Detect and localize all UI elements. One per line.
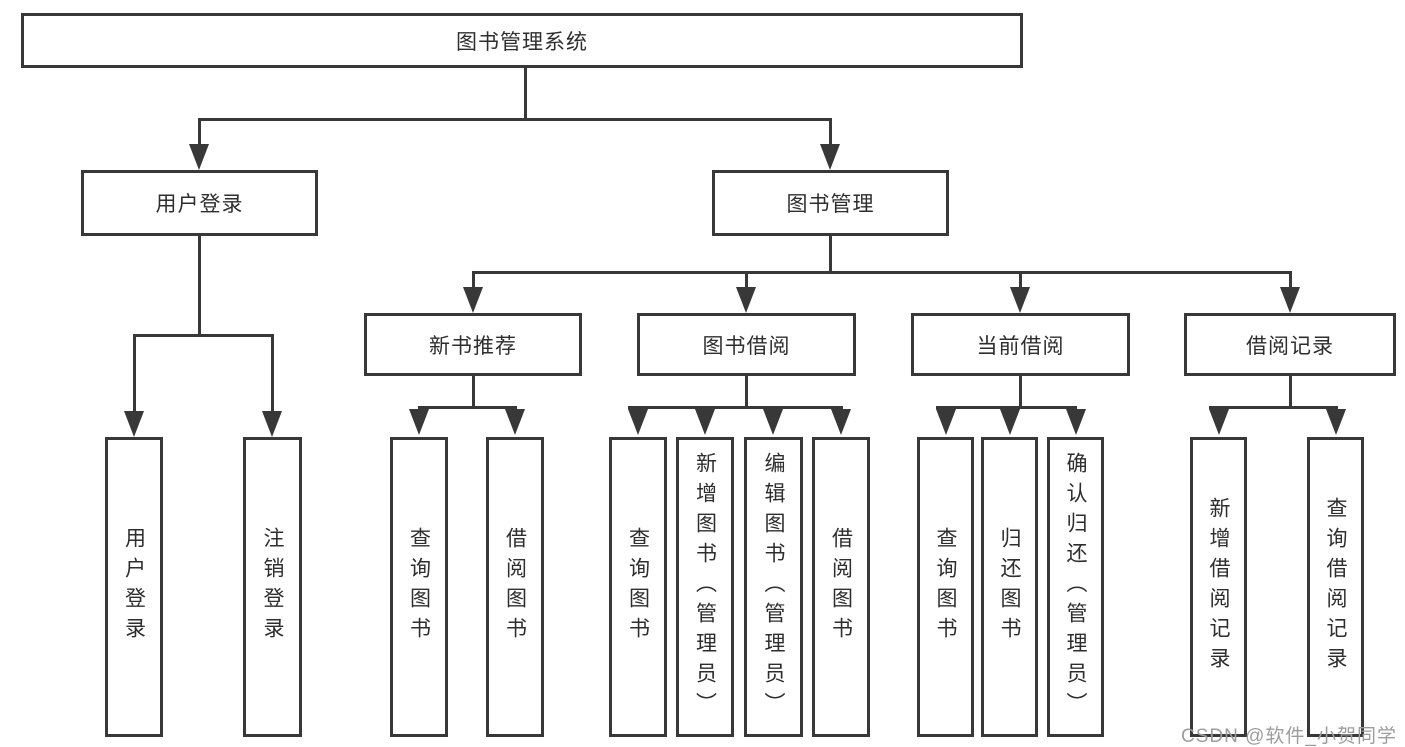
leaf-logout-label: 注销登录	[261, 527, 284, 647]
leaf-g3-query-books-label: 查询图书	[626, 527, 650, 647]
leaf-g3-borrow-books-label: 借阅图书	[829, 527, 853, 647]
leaf-user-login-label: 用户登录	[122, 527, 146, 647]
leaf-g3-add-book-admin-label: 新增图书（管理员）	[693, 452, 717, 722]
connector-line	[524, 68, 527, 119]
connector-line	[829, 236, 832, 272]
node-book-borrow-label: 图书借阅	[702, 334, 791, 358]
leaf-g4-return-book: 归还图书	[981, 437, 1038, 737]
leaf-g5-add-borrow-record: 新增借阅记录	[1190, 437, 1247, 737]
arrow-down-icon	[505, 409, 525, 435]
connector-line	[936, 406, 1077, 409]
arrow-down-icon	[124, 411, 144, 437]
node-user-login-label: 用户登录	[155, 193, 244, 216]
connector-line	[133, 334, 274, 337]
leaf-g3-query-books: 查询图书	[609, 437, 667, 737]
connector-line	[472, 376, 475, 407]
arrow-down-icon	[820, 144, 840, 170]
node-borrow-records-label: 借阅记录	[1246, 334, 1334, 358]
leaf-g4-query-books-label: 查询图书	[934, 527, 957, 647]
leaf-g5-add-borrow-record-label: 新增借阅记录	[1207, 497, 1230, 677]
leaf-g4-query-books: 查询图书	[917, 437, 974, 737]
arrow-down-icon	[695, 409, 715, 435]
connector-line	[628, 406, 843, 409]
node-user-login: 用户登录	[81, 170, 318, 236]
connector-line	[418, 406, 517, 409]
leaf-g3-add-book-admin: 新增图书（管理员）	[676, 437, 734, 737]
node-book-management: 图书管理	[712, 170, 949, 236]
arrow-down-icon	[189, 144, 209, 170]
leaf-g3-edit-book-admin-label: 编辑图书（管理员）	[762, 452, 785, 722]
node-book-borrow: 图书借阅	[637, 313, 856, 376]
leaf-g2-borrow-books-label: 借阅图书	[503, 527, 527, 647]
connector-line	[829, 119, 832, 144]
leaf-g2-borrow-books: 借阅图书	[486, 437, 544, 737]
node-current-borrow-label: 当前借阅	[976, 334, 1065, 358]
leaf-g5-query-borrow-record-label: 查询借阅记录	[1324, 497, 1347, 677]
connector-line	[271, 334, 274, 411]
arrow-down-icon	[409, 409, 429, 435]
leaf-user-login: 用户登录	[105, 437, 163, 737]
arrow-down-icon	[1066, 409, 1086, 435]
connector-line	[198, 118, 832, 121]
csdn-watermark: CSDN @软件_小贺同学	[1181, 726, 1397, 747]
connector-line	[198, 119, 201, 144]
node-new-book-recommend: 新书推荐	[364, 313, 582, 376]
leaf-g2-query-books-label: 查询图书	[407, 527, 431, 647]
connector-line	[472, 271, 1292, 274]
leaf-g4-confirm-return-admin-label: 确认归还（管理员）	[1064, 452, 1087, 722]
arrow-down-icon	[1000, 409, 1020, 435]
arrow-down-icon	[262, 411, 282, 437]
leaf-g4-return-book-label: 归还图书	[998, 527, 1021, 647]
connector-line	[133, 334, 136, 411]
connector-line	[1209, 406, 1338, 409]
arrow-down-icon	[1280, 287, 1300, 313]
connector-line	[472, 272, 475, 289]
node-new-book-recommend-label: 新书推荐	[429, 334, 517, 358]
connector-line	[1019, 272, 1022, 289]
connector-line	[1019, 376, 1022, 407]
leaf-g4-confirm-return-admin: 确认归还（管理员）	[1047, 437, 1104, 737]
connector-line	[745, 272, 748, 289]
arrow-down-icon	[736, 287, 756, 313]
connector-line	[198, 236, 201, 335]
node-book-management-label: 图书管理	[786, 193, 875, 216]
arrow-down-icon	[1010, 287, 1030, 313]
arrow-down-icon	[831, 409, 851, 435]
leaf-g3-edit-book-admin: 编辑图书（管理员）	[744, 437, 803, 737]
node-current-borrow: 当前借阅	[911, 313, 1130, 376]
leaf-g5-query-borrow-record: 查询借阅记录	[1307, 437, 1364, 737]
arrow-down-icon	[463, 287, 483, 313]
node-root-label: 图书管理系统	[456, 30, 588, 54]
leaf-logout: 注销登录	[243, 437, 302, 737]
leaf-g2-query-books: 查询图书	[390, 437, 448, 737]
arrow-down-icon	[1209, 409, 1229, 435]
arrow-down-icon	[763, 409, 783, 435]
connector-line	[1289, 272, 1292, 289]
node-borrow-records: 借阅记录	[1184, 313, 1396, 376]
leaf-g3-borrow-books: 借阅图书	[812, 437, 870, 737]
arrow-down-icon	[936, 409, 956, 435]
arrow-down-icon	[1326, 409, 1346, 435]
connector-line	[745, 376, 748, 407]
arrow-down-icon	[628, 409, 648, 435]
connector-line	[1289, 376, 1292, 407]
node-root: 图书管理系统	[21, 13, 1023, 68]
